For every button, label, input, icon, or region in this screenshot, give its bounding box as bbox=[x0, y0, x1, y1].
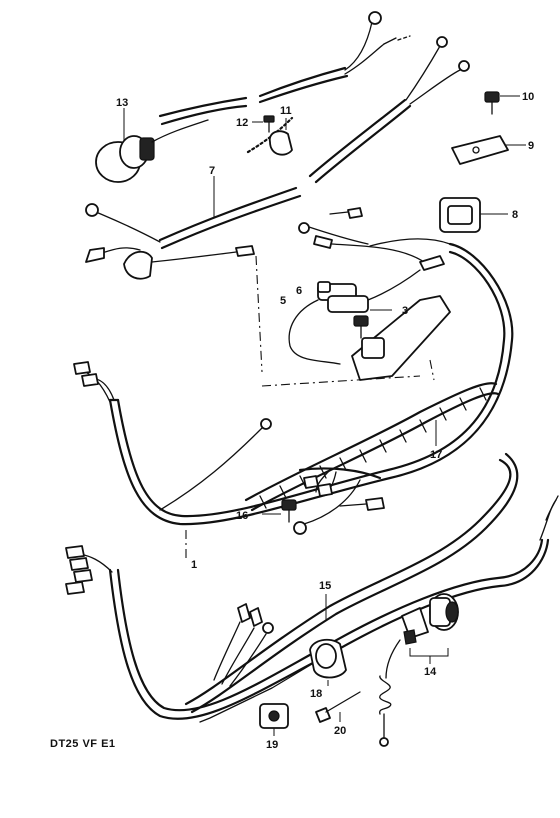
part-1-main-harness bbox=[73, 242, 514, 526]
callout-8: 8 bbox=[512, 209, 518, 221]
callout-10: 10 bbox=[522, 91, 534, 103]
part-8-grommet bbox=[439, 197, 508, 233]
callout-15: 15 bbox=[319, 580, 331, 592]
callout-13: 13 bbox=[116, 97, 128, 109]
callout-9: 9 bbox=[528, 140, 534, 152]
callout-3: 3 bbox=[402, 305, 408, 317]
callout-19: 19 bbox=[266, 739, 278, 751]
callout-12: 12 bbox=[236, 117, 248, 129]
callout-20: 20 bbox=[334, 725, 346, 737]
part-3-bracket bbox=[351, 295, 451, 381]
part-12-screw bbox=[252, 115, 275, 133]
callout-16: 16 bbox=[236, 510, 248, 522]
top-harness-segment bbox=[158, 11, 470, 184]
part-9-plate bbox=[451, 135, 526, 165]
callout-6: 6 bbox=[296, 285, 302, 297]
part-16-bolt bbox=[262, 499, 297, 523]
part-6-fuse bbox=[317, 281, 331, 293]
part-14-stop-switch bbox=[379, 593, 459, 747]
part-11-clamp bbox=[268, 118, 293, 156]
callout-17: 17 bbox=[430, 449, 442, 461]
callout-18: 18 bbox=[310, 688, 322, 700]
diagram-code: DT25 VF E1 bbox=[50, 738, 116, 750]
part-13-switch bbox=[95, 108, 209, 183]
callout-5: 5 bbox=[280, 295, 286, 307]
part-18-connector bbox=[199, 638, 347, 723]
callout-11: 11 bbox=[280, 105, 292, 117]
part-7-harness bbox=[85, 176, 302, 373]
part-15-harness bbox=[65, 452, 559, 720]
part-10-bolt bbox=[484, 91, 520, 115]
part-20-pin bbox=[315, 691, 361, 723]
part-17-spiral-tube bbox=[244, 382, 500, 512]
part-5-fuse-holder bbox=[288, 207, 451, 365]
part-19-grommet bbox=[259, 703, 289, 736]
callout-14: 14 bbox=[424, 666, 437, 678]
branch-connectors bbox=[293, 467, 385, 535]
callout-7: 7 bbox=[209, 165, 215, 177]
callout-1: 1 bbox=[191, 559, 197, 571]
